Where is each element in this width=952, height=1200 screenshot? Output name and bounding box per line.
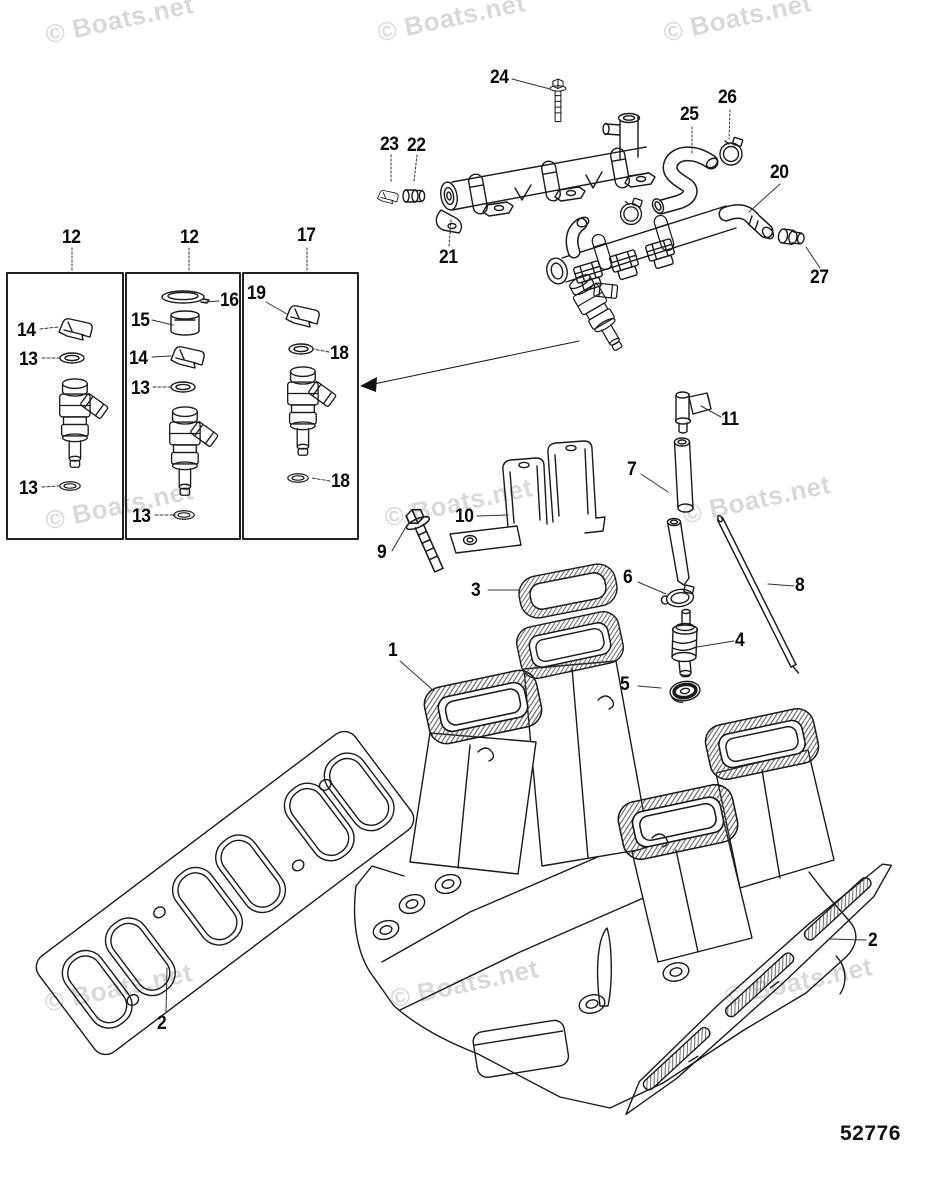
callout-26: 26 <box>718 87 737 108</box>
gasket-2-right <box>625 863 893 1116</box>
callout-19: 19 <box>247 283 266 304</box>
callout-25: 25 <box>680 104 699 125</box>
callout-18-b: 18 <box>331 471 350 492</box>
callout-18-a: 18 <box>330 343 349 364</box>
clip-23 <box>377 190 399 205</box>
intake-manifold-1 <box>353 608 857 1109</box>
callout-17-box3: 17 <box>297 225 316 246</box>
hose-25 <box>651 146 719 215</box>
callout-12-box2: 12 <box>180 227 199 248</box>
callout-27: 27 <box>810 267 829 288</box>
callout-23: 23 <box>380 134 399 155</box>
pin-22 <box>402 189 426 203</box>
gasket-2-left <box>35 730 415 1056</box>
callout-9: 9 <box>377 542 387 563</box>
callout-7: 7 <box>627 459 637 480</box>
callout-10: 10 <box>455 506 474 527</box>
leader-lines <box>39 78 867 1014</box>
callout-13-d: 13 <box>132 506 151 527</box>
callout-11: 11 <box>721 409 739 430</box>
callout-21: 21 <box>439 247 458 268</box>
callout-5: 5 <box>620 674 630 695</box>
elbow-fitting-11 <box>674 391 712 434</box>
bolt-9 <box>399 503 451 576</box>
fitting-27 <box>777 228 805 246</box>
callout-12-box1: 12 <box>62 227 81 248</box>
callout-16: 16 <box>220 290 239 311</box>
callout-24: 24 <box>490 67 509 88</box>
upper-fuel-rail-21 <box>435 112 656 234</box>
callout-4: 4 <box>735 630 745 651</box>
callout-13-c: 13 <box>131 378 150 399</box>
callout-2-left: 2 <box>157 1013 167 1034</box>
rod-8 <box>716 515 800 674</box>
hose-clamp-26b <box>619 197 643 226</box>
bolt-24 <box>549 78 567 123</box>
drawing-number: 52776 <box>840 1122 901 1145</box>
callout-2-right: 2 <box>868 930 878 951</box>
reference-arrow <box>360 340 580 392</box>
callout-22: 22 <box>407 135 426 156</box>
callout-14-a: 14 <box>17 320 36 341</box>
callout-14-b: 14 <box>129 348 148 369</box>
injector-kit-contents <box>58 290 338 520</box>
callout-8: 8 <box>795 575 805 596</box>
callout-3: 3 <box>471 580 481 601</box>
grommet-5 <box>669 680 701 704</box>
callout-20: 20 <box>770 162 789 183</box>
bracket-10 <box>449 440 606 554</box>
callout-6: 6 <box>623 567 633 588</box>
check-valve-4 <box>671 608 699 678</box>
clamp-6 <box>660 584 695 608</box>
injector-kit-boxes <box>6 272 359 540</box>
tube-7 <box>666 437 694 586</box>
callout-13-b: 13 <box>19 478 38 499</box>
callout-15: 15 <box>131 310 150 331</box>
lower-fuel-rail-20 <box>546 204 775 293</box>
hose-clamp-26 <box>719 136 744 166</box>
callout-1: 1 <box>388 640 398 661</box>
callout-13-a: 13 <box>19 349 38 370</box>
